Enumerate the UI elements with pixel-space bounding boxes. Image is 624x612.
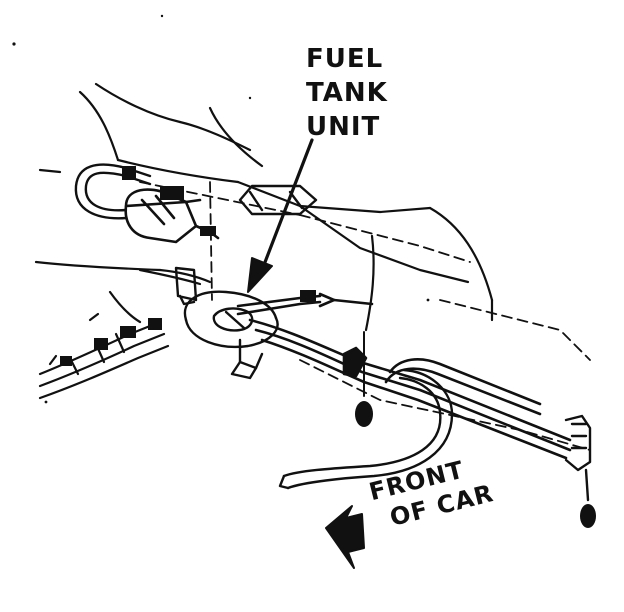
mounting-bracket — [238, 184, 318, 216]
fuel-filter — [124, 186, 220, 244]
fuel-tank-unit-label-line: FUEL — [306, 44, 384, 74]
callout-leader-arrow — [247, 138, 314, 293]
fuel-line-loop — [74, 163, 152, 220]
print-specks — [12, 14, 430, 404]
ground-strap — [355, 331, 373, 427]
front-direction-arrow — [325, 505, 365, 569]
fuel-tank-unit-label-line: UNIT — [306, 112, 381, 142]
fuel-tank-unit-label-line: TANK — [306, 78, 388, 108]
fuel-hose — [278, 368, 454, 490]
wiring-harness — [38, 268, 202, 400]
frame-dashed-lines — [139, 181, 591, 451]
body-panel-outline — [34, 82, 494, 332]
fuel-tank-unit-label: FUEL TANK UNIT — [306, 42, 388, 144]
fuel-line-connector-rear — [564, 414, 596, 528]
fuel-lines — [236, 290, 572, 460]
fuel-tank-unit — [174, 266, 279, 380]
